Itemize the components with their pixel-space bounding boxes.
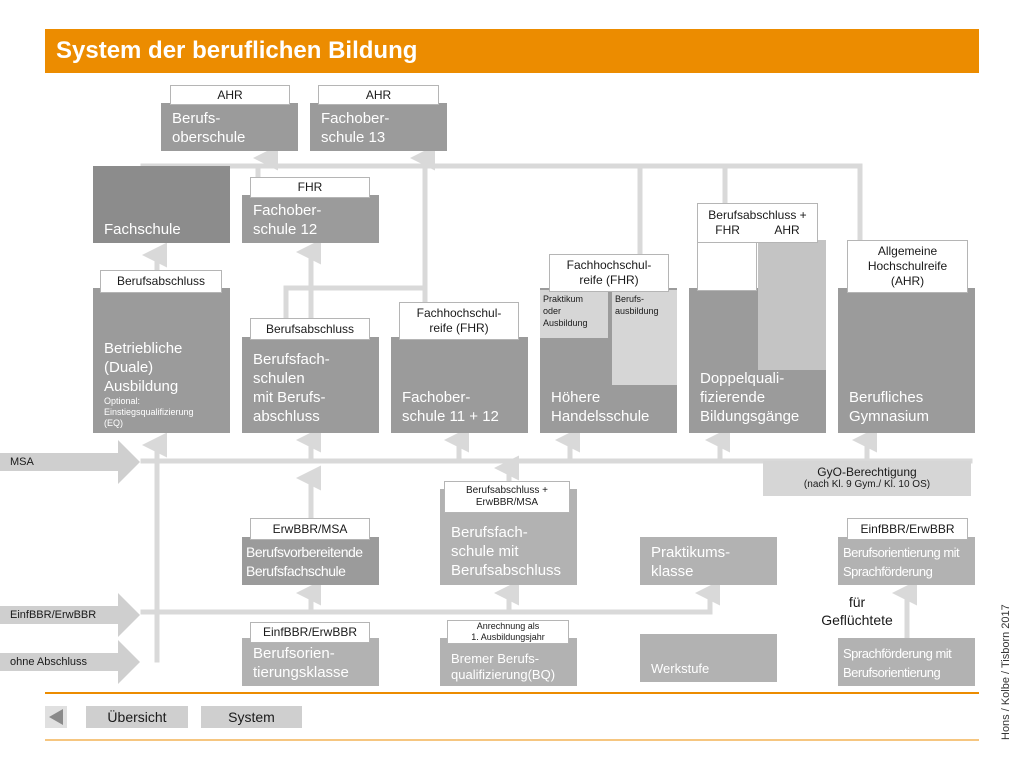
label-berufsabschluss-plus: Berufsabschluss + FHR AHR bbox=[697, 203, 818, 243]
label-einfbbr-erwbbr: EinfBBR/ErwBBR bbox=[250, 622, 370, 643]
label-berufsabschluss-erwbbr-msa: Berufsabschluss + ErwBBR/MSA bbox=[444, 481, 570, 513]
doppel-fhr-panel bbox=[697, 243, 757, 291]
doppel-fhr-ahr-row: FHR AHR bbox=[698, 223, 817, 238]
system-button[interactable]: System bbox=[201, 706, 302, 728]
msa-arrow bbox=[0, 440, 140, 484]
gyo-subtitle: (nach Kl. 9 Gym./ Kl. 10 OS) bbox=[803, 479, 931, 490]
box-berufsoberschule: Berufs- oberschule bbox=[161, 103, 298, 151]
einfbbr-arrow bbox=[0, 593, 140, 637]
doppel-fhr: FHR bbox=[715, 223, 740, 237]
ohne-arrow bbox=[0, 640, 140, 684]
side-label-ohne-abschluss: ohne Abschluss bbox=[10, 656, 88, 668]
inset-berufsausbildung: Berufs- ausbildung bbox=[612, 290, 677, 385]
inset-praktikum-oder-ausbildung: Praktikum oder Ausbildung bbox=[540, 290, 608, 338]
back-button[interactable] bbox=[45, 706, 67, 728]
page-title: System der beruflichen Bildung bbox=[45, 29, 979, 73]
label-allgemeine-hochschulreife: Allgemeine Hochschulreife (AHR) bbox=[847, 240, 968, 293]
label-ahr: AHR bbox=[318, 85, 439, 105]
box-duale-ausbildung: Betriebliche (Duale) Ausbildung Optional… bbox=[93, 288, 230, 433]
box-sprachfoerderung-mit-berufsorientierung: Sprachförderung mit Berufsorientierung bbox=[838, 638, 975, 686]
triangle-left-icon bbox=[49, 709, 63, 725]
box-werkstufe: Werkstufe bbox=[640, 634, 777, 682]
label-erwbbr-msa: ErwBBR/MSA bbox=[250, 518, 370, 540]
box-bremer-berufsqualifizierung: Bremer Berufs- qualifizierung(BQ) bbox=[440, 638, 577, 686]
label-fhr: FHR bbox=[250, 177, 370, 198]
duale-ausbildung-optional: Optional: Einstiegsqualifizierung (EQ) bbox=[104, 396, 194, 428]
label-berufsabschluss: Berufsabschluss bbox=[250, 318, 370, 340]
label-ahr: AHR bbox=[170, 85, 290, 105]
uebersicht-button[interactable]: Übersicht bbox=[86, 706, 188, 728]
side-label-einfbbr: EinfBBR/ErwBBR bbox=[10, 609, 97, 621]
box-berufsorientierungsklasse: Berufsorien- tierungsklasse bbox=[242, 638, 379, 686]
label-fachhochschulreife: Fachhochschul- reife (FHR) bbox=[549, 254, 669, 292]
label-berufsabschluss: Berufsabschluss bbox=[100, 270, 222, 293]
box-berufsorientierung-mit-sprachfoerderung: Berufsorientierung mit Sprachförderung bbox=[838, 537, 975, 585]
box-praktikumsklasse: Praktikums- klasse bbox=[640, 537, 777, 585]
box-fachoberschule-12: Fachober- schule 12 bbox=[242, 195, 379, 243]
gyo-title: GyO-Berechtigung bbox=[817, 465, 917, 479]
doppel-berufsabschluss: Berufsabschluss + bbox=[708, 208, 807, 222]
doppel-ahr: AHR bbox=[774, 223, 800, 237]
duale-ausbildung-title: Betriebliche (Duale) Ausbildung bbox=[104, 340, 183, 395]
label-einfbbr-erwbbr: EinfBBR/ErwBBR bbox=[847, 518, 968, 540]
label-fuer-gefluechtete: für Geflüchtete bbox=[821, 594, 893, 628]
doppelquali-ahr-column bbox=[758, 240, 826, 370]
box-fachoberschule-13: Fachober- schule 13 bbox=[310, 103, 447, 151]
credit-text: Hons / Kolbe / Tisborn 2017 bbox=[1000, 604, 1012, 740]
gyo-berechtigung: GyO-Berechtigung (nach Kl. 9 Gym./ Kl. 1… bbox=[763, 461, 971, 496]
box-fachschule: Fachschule bbox=[93, 166, 230, 243]
side-label-msa: MSA bbox=[10, 456, 34, 468]
box-berufliches-gymnasium: Berufliches Gymnasium bbox=[838, 288, 975, 433]
box-berufsvorbereitende-berufsfachschule: Berufsvorbereitende Berufsfachschule bbox=[242, 537, 379, 585]
box-berufsfachschulen: Berufsfach- schulen mit Berufs- abschlus… bbox=[242, 337, 379, 433]
label-fachhochschulreife: Fachhochschul- reife (FHR) bbox=[399, 302, 519, 340]
label-anrechnung: Anrechnung als 1. Ausbildungsjahr bbox=[447, 620, 569, 644]
box-fachoberschule-11-12: Fachober- schule 11 + 12 bbox=[391, 337, 528, 433]
